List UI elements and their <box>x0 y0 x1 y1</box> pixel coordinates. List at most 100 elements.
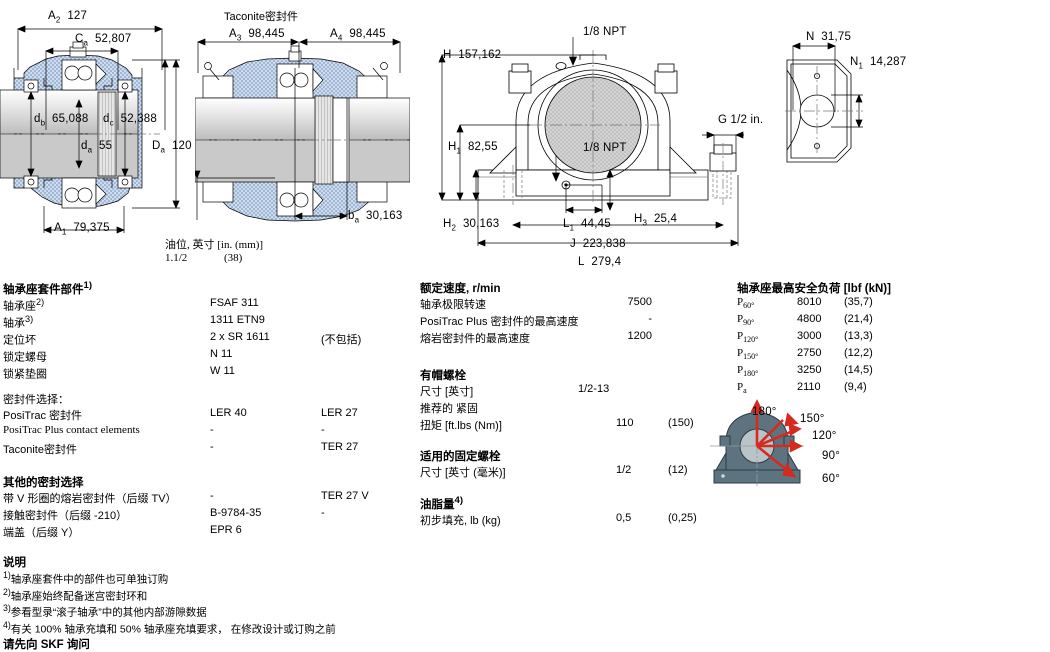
capbolts-row-2-c1: 110 <box>616 417 634 429</box>
figure-1-cross-section <box>0 0 200 270</box>
dim-a4: A4 98,445 <box>330 28 386 43</box>
speed-row: PosiTrac Plus 密封件的最高速度 - <box>420 313 730 330</box>
dim-a1: A1 79,375 <box>54 222 110 237</box>
note-3-sup: 4) <box>3 619 11 630</box>
loads-row: P60° 8010 (35,7) <box>737 296 873 311</box>
parts-heading-text: 轴承座套件部件 <box>3 283 84 296</box>
note-1-text: 轴承座始终配备迷宫密封环和 <box>10 590 148 602</box>
dim-npt-mid: 1/8 NPT <box>583 142 627 154</box>
loads-row-3-c1: 2750 <box>797 347 822 359</box>
holddown-row-0-label: 尺寸 [英寸 (毫米)] <box>420 467 506 479</box>
seal-row-0-c2: LER 27 <box>321 406 358 419</box>
seal-row-2-c2: TER 27 <box>321 440 359 453</box>
parts-row-0-c1: FSAF 311 <box>210 296 259 309</box>
loads-column: 轴承座最高安全负荷 [lbf (kN)] P60° 8010 (35,7) P9… <box>737 280 1047 398</box>
note-2-text: 参看型录“滚子轴承”中的其他内部游隙数据 <box>10 606 207 619</box>
capbolts-row: 扭矩 [ft.lbs (Nm)] 110 (150) <box>420 417 730 434</box>
dim-g: G 1/2 in. <box>718 114 764 126</box>
parts-row: 锁定螺母 N 11 <box>3 348 413 365</box>
note-item: 1)轴承座套件中的部件也可单独订购 <box>3 570 423 587</box>
note-item: 3)参看型录“滚子轴承”中的其他内部游隙数据 <box>3 603 423 620</box>
parts-row-0-label: 轴承座 <box>3 300 36 313</box>
other-row-1-c2: - <box>321 506 325 519</box>
speed-row-0-label: 轴承极限转速 <box>420 299 486 311</box>
dim-da-large: Da 120 <box>152 140 192 155</box>
note-0-text: 轴承座套件中的部件也可单独订购 <box>10 573 169 586</box>
parts-row: 轴承座2) FSAF 311 <box>3 297 413 314</box>
parts-row-0-sup: 2) <box>36 296 45 307</box>
notes-heading: 说明 <box>3 557 26 569</box>
speed-row-2-c1: 1200 <box>627 330 652 342</box>
holddown-row-0-c1: 1/2 <box>616 464 632 476</box>
note-3-text: 有关 100% 轴承充填和 50% 轴承座充填要求， 在修改设计或订购之前 <box>10 623 336 635</box>
dim-npt-top: 1/8 NPT <box>583 26 627 38</box>
speed-row-1-c1: - <box>648 313 652 325</box>
other-row-2-label: 端盖（后缀 Y） <box>3 526 80 539</box>
other-row-0-c2: TER 27 V <box>321 489 369 502</box>
speed-column: 额定速度, r/min 轴承极限转速 7500 PosiTrac Plus 密封… <box>420 280 730 529</box>
dim-db: db 65,088 <box>34 113 89 128</box>
seal-row-1-c1: - <box>210 423 214 436</box>
parts-row-4-label: 锁紧垫圈 <box>3 368 47 381</box>
loads-row: P90° 4800 (21,4) <box>737 313 873 328</box>
parts-row: 轴承3) 1311 ETN9 <box>3 314 413 331</box>
other-seal-row: 接触密封件（后缀 -210） B-9784-35 - <box>3 507 413 524</box>
grease-heading: 油脂量4) <box>420 495 730 512</box>
parts-row-1-sup: 3) <box>25 313 34 324</box>
note-2-sup: 3) <box>3 603 11 613</box>
note-1-sup: 2) <box>3 586 11 597</box>
dim-a3: A3 98,445 <box>229 28 285 43</box>
figure-2-title: Taconite密封件 <box>224 11 298 23</box>
parts-heading: 轴承座套件部件1) <box>3 280 413 297</box>
capbolts-row-2-label: 扭矩 [ft.lbs (Nm)] <box>420 420 502 432</box>
dim-n1: N1 14,287 <box>850 56 907 71</box>
dim-j: J 223,838 <box>570 238 626 250</box>
loads-row: P180° 3250 (14,5) <box>737 364 873 379</box>
dim-h1: H1 82,55 <box>448 141 498 156</box>
loads-row-3-c2: (12,2) <box>844 347 873 359</box>
dim-da-small: da 55 <box>81 140 113 155</box>
capbolts-row-2-c2: (150) <box>668 417 694 429</box>
other-row-0-label: 带 V 形圈的熔岩密封件（后缀 TV） <box>3 492 177 505</box>
speed-row-2-label: 熔岩密封件的最高速度 <box>420 333 530 345</box>
dim-l: L 279,4 <box>578 256 622 268</box>
load-angle-diagram <box>700 398 890 498</box>
holddown-row-0-c2: (12) <box>668 464 688 476</box>
parts-row-3-c1: N 11 <box>210 347 233 360</box>
note-0-sup: 1) <box>3 570 11 580</box>
grease-heading-text: 油脂量 <box>420 498 455 511</box>
dim-a2: A2 127 <box>48 10 88 25</box>
loads-row-4-c2: (14,5) <box>844 364 873 376</box>
dim-h3: H3 25,4 <box>634 213 678 228</box>
grease-row-0-c2: (0,25) <box>668 511 697 524</box>
grease-row: 初步填充, lb (kg) 0,5 (0,25) <box>420 512 730 529</box>
figure-4-foot-detail <box>785 30 905 180</box>
holddown-heading: 适用的固定螺栓 <box>420 451 501 463</box>
loads-heading: 轴承座最高安全负荷 [lbf (kN)] <box>737 283 891 295</box>
parts-row-2-label: 定位坏 <box>3 334 36 347</box>
speed-row: 熔岩密封件的最高速度 1200 <box>420 330 730 347</box>
other-row-0-c1: - <box>210 489 214 502</box>
loads-row-0-c2: (35,7) <box>844 296 873 308</box>
speed-row-0-c1: 7500 <box>627 296 652 308</box>
speed-heading: 额定速度, r/min <box>420 283 501 295</box>
parts-row: 定位坏 2 x SR 1611 (不包括) <box>3 331 413 348</box>
capbolts-row-0-label: 尺寸 [英寸] <box>420 386 474 398</box>
note-item: 4)有关 100% 轴承充填和 50% 轴承座充填要求， 在修改设计或订购之前 <box>3 620 423 637</box>
parts-row-1-label: 轴承 <box>3 317 25 330</box>
grease-heading-sup: 4) <box>454 495 464 506</box>
loads-row-4-c1: 3250 <box>797 364 822 376</box>
other-seal-row: 带 V 形圈的熔岩密封件（后缀 TV） - TER 27 V <box>3 490 413 507</box>
oil-level-mm: (38) <box>224 252 243 264</box>
dim-l1: L1 44,45 <box>563 218 611 233</box>
seal-options-heading: 密封件选择： <box>3 393 69 406</box>
speed-row: 轴承极限转速 7500 <box>420 296 730 313</box>
loads-row-2-c2: (13,3) <box>844 330 873 342</box>
notes-block: 说明 1)轴承座套件中的部件也可单独订购 2)轴承座始终配备迷宫密封环和 3)参… <box>3 554 423 652</box>
grease-row-0-c1: 0,5 <box>616 511 632 524</box>
notes-footer: 请先向 SKF 询问 <box>3 639 90 651</box>
angle-label-180: 180° <box>752 406 777 418</box>
capbolts-row-1-label: 推荐的 紧固 <box>420 403 479 415</box>
angle-label-90: 90° <box>822 450 840 462</box>
capbolts-row: 推荐的 紧固 <box>420 400 730 417</box>
